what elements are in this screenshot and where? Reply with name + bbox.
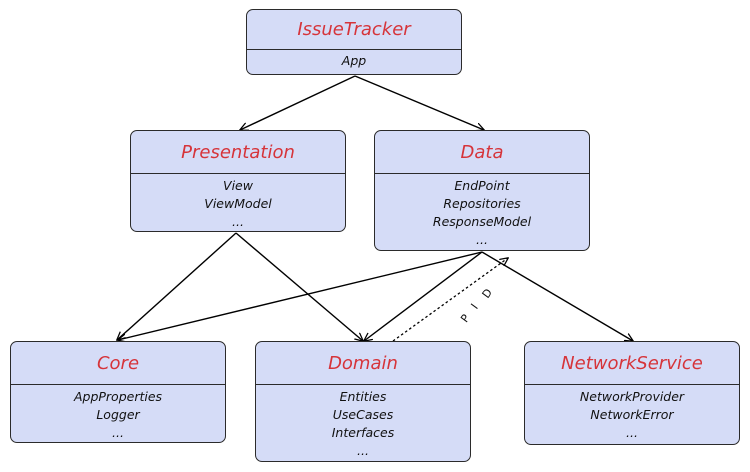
node-core-title: Core [11, 342, 225, 385]
node-networkservice: NetworkService NetworkProvider NetworkEr… [524, 341, 740, 445]
node-networkservice-items: NetworkProvider NetworkError ... [525, 385, 739, 442]
node-presentation-title: Presentation [131, 131, 345, 174]
node-presentation-item: ViewModel [204, 196, 272, 211]
node-data-item: ... [476, 232, 488, 247]
node-data-item: ResponseModel [432, 214, 532, 229]
node-presentation-items: View ViewModel ... [131, 174, 345, 231]
node-core-item: ... [112, 425, 124, 440]
node-presentation-item: ... [232, 214, 244, 229]
node-domain-item: ... [357, 443, 369, 458]
node-core-item: AppProperties [73, 389, 163, 404]
node-networkservice-item: NetworkError [590, 407, 674, 422]
node-issuetracker-title: IssueTracker [247, 10, 461, 50]
node-networkservice-item: ... [626, 425, 638, 440]
node-presentation-item: View [223, 178, 253, 193]
node-domain-title: Domain [256, 342, 470, 385]
node-domain-item: Entities [339, 389, 387, 404]
node-data-items: EndPoint Repositories ResponseModel ... [375, 174, 589, 249]
edge-data-networkservice [481, 251, 633, 341]
edge-issuetracker-data [354, 75, 484, 130]
node-domain-items: Entities UseCases Interfaces ... [256, 385, 470, 460]
node-data-item: Repositories [443, 196, 521, 211]
edge-data-core [118, 251, 483, 340]
node-networkservice-item: NetworkProvider [579, 389, 685, 404]
edge-presentation-domain [235, 232, 363, 341]
edge-issuetracker-presentation [240, 75, 356, 130]
node-issuetracker-item: App [341, 53, 367, 68]
node-domain: Domain Entities UseCases Interfaces ... [255, 341, 471, 462]
node-domain-item: Interfaces [331, 425, 395, 440]
node-networkservice-title: NetworkService [525, 342, 739, 385]
edge-data-domain [364, 251, 483, 341]
node-core-items: AppProperties Logger ... [11, 385, 225, 442]
node-core-item: Logger [96, 407, 140, 422]
node-issuetracker: IssueTracker App [246, 9, 462, 75]
node-data-item: EndPoint [454, 178, 510, 193]
edge-domain-data-dip [392, 258, 508, 342]
node-core: Core AppProperties Logger ... [10, 341, 226, 443]
node-data-title: Data [375, 131, 589, 174]
node-domain-item: UseCases [332, 407, 394, 422]
node-data: Data EndPoint Repositories ResponseModel… [374, 130, 590, 251]
edge-presentation-core [117, 232, 237, 340]
node-presentation: Presentation View ViewModel ... [130, 130, 346, 232]
node-issuetracker-items: App [247, 50, 461, 70]
